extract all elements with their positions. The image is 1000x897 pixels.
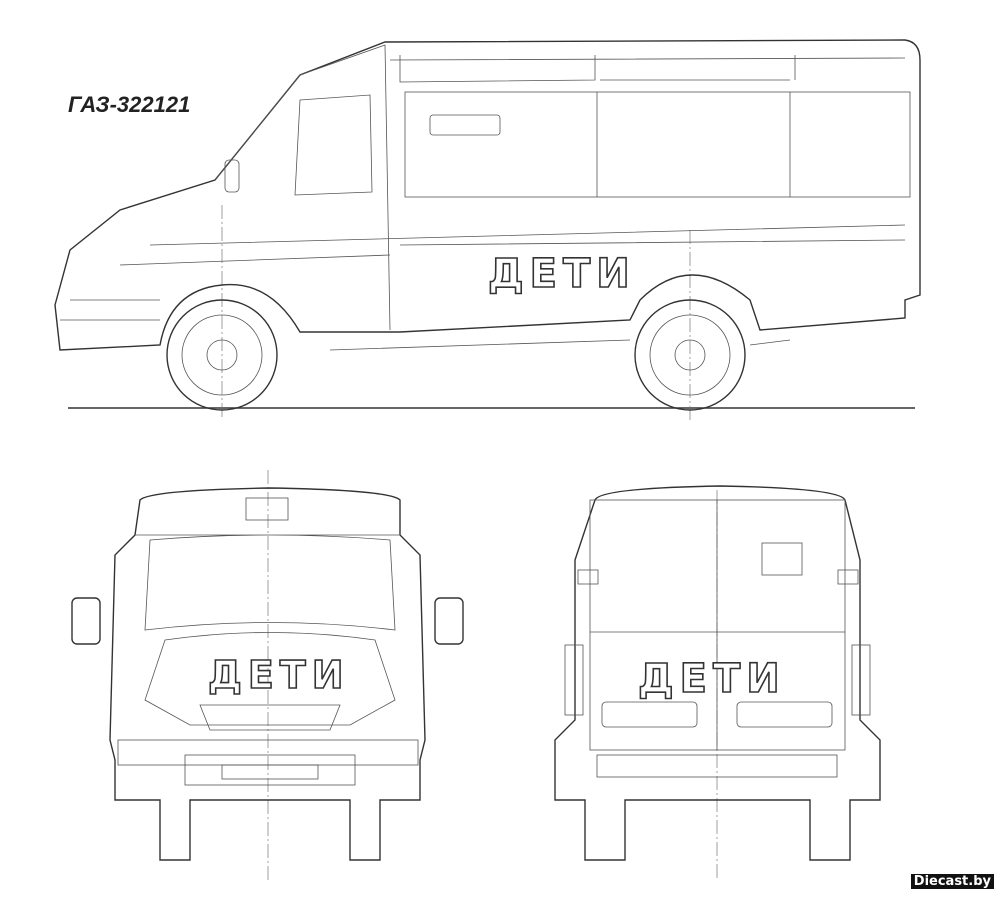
- front-wheel: [166, 299, 278, 411]
- side-windows: [404, 91, 911, 198]
- rear-wheel: [634, 299, 746, 411]
- right-mirror: [434, 597, 464, 645]
- side-mirror: [224, 159, 240, 193]
- front-view: ДЕТИ: [71, 470, 464, 880]
- children-sign: [245, 497, 289, 521]
- rear-right-light: [851, 644, 871, 716]
- rear-left-light: [564, 644, 584, 716]
- windshield: [135, 534, 400, 631]
- rear-body-outline: [554, 485, 881, 861]
- side-label: ДЕТИ: [488, 251, 636, 297]
- rear-children-sign: [761, 542, 803, 576]
- rear-doors: [589, 499, 846, 751]
- watermark: Diecast.by: [910, 874, 994, 889]
- left-mirror: [71, 597, 101, 645]
- door-window: [294, 94, 373, 196]
- rear-label: ДЕТИ: [638, 656, 786, 702]
- license-plate: [221, 764, 319, 780]
- grille: [199, 704, 341, 731]
- side-body-outline: [54, 39, 921, 351]
- rear-view: ДЕТИ: [554, 485, 881, 880]
- model-title: ГАЗ-322121: [68, 92, 190, 117]
- side-view: ДЕТИ: [54, 39, 921, 420]
- front-body-outline: [109, 487, 426, 861]
- front-label: ДЕТИ: [208, 653, 350, 697]
